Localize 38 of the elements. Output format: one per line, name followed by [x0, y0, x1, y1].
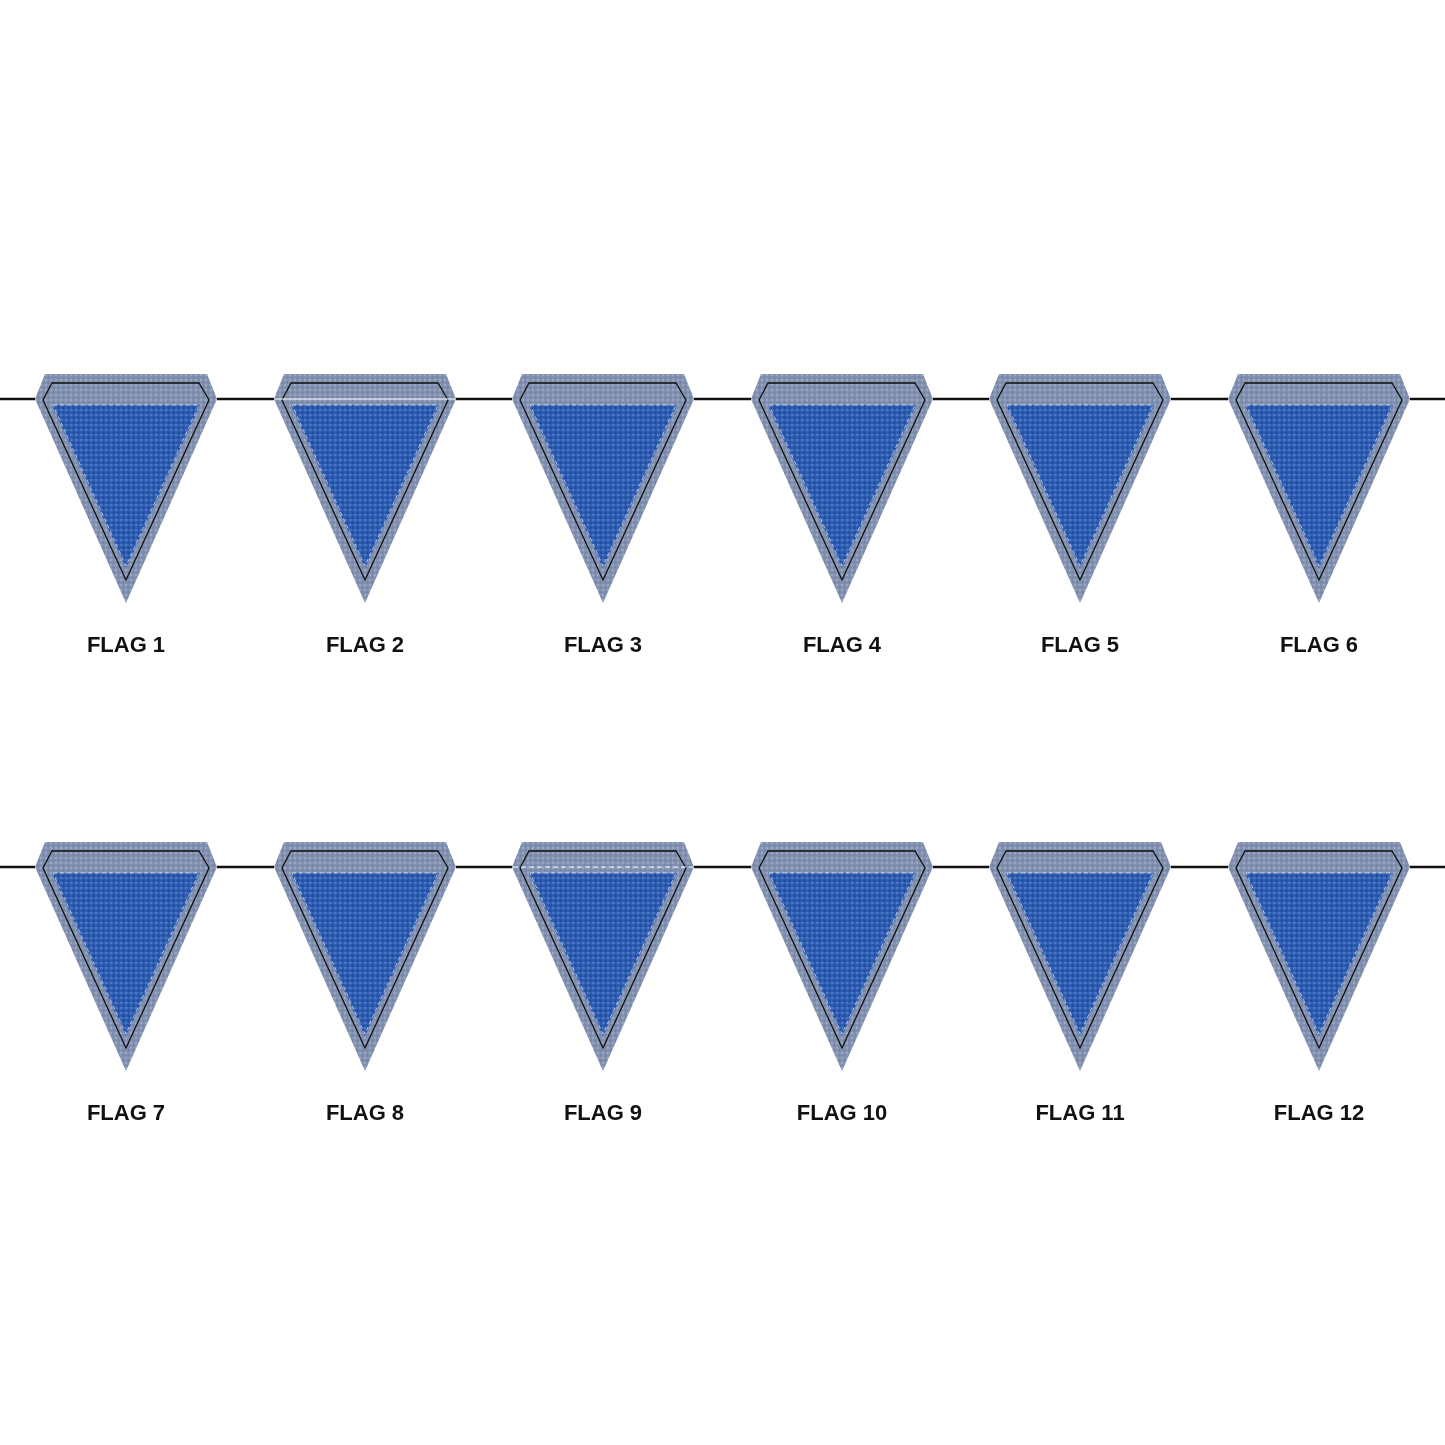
pennant-flag [274, 374, 456, 603]
flag-label: FLAG 11 [1035, 1100, 1125, 1126]
pennant-flag [989, 842, 1171, 1071]
pennant-flag [751, 374, 933, 603]
bunting-string [933, 397, 989, 401]
bunting-string [0, 397, 35, 401]
flag-label: FLAG 2 [325, 632, 405, 658]
pennant-flag [1228, 842, 1410, 1071]
bunting-string [0, 865, 35, 869]
pennant-flag [1228, 374, 1410, 603]
bunting-string [1410, 397, 1445, 401]
pennant-flag [751, 842, 933, 1071]
bunting-string [694, 865, 751, 869]
pennant-flag [35, 374, 217, 603]
flag-label: FLAG 10 [796, 1100, 888, 1126]
pennant-flag [274, 842, 456, 1071]
pennant-flag [989, 374, 1171, 603]
flag-label: FLAG 4 [802, 632, 882, 658]
flag-label: FLAG 3 [563, 632, 643, 658]
flag-label: FLAG 9 [563, 1100, 643, 1126]
bunting-string [456, 397, 512, 401]
pennant-flag [35, 842, 217, 1071]
flag-label: FLAG 6 [1279, 632, 1359, 658]
bunting-string [1171, 397, 1228, 401]
bunting-string [694, 397, 751, 401]
bunting-string [933, 865, 989, 869]
flag-label: FLAG 5 [1040, 632, 1120, 658]
bunting-string [1171, 865, 1228, 869]
pennant-flag [512, 842, 694, 1071]
pennant-flag [512, 374, 694, 603]
bunting-string [217, 397, 274, 401]
flag-label: FLAG 12 [1273, 1100, 1365, 1126]
bunting-string [217, 865, 274, 869]
flag-label: FLAG 8 [325, 1100, 405, 1126]
bunting-string [1410, 865, 1445, 869]
flag-label: FLAG 7 [86, 1100, 166, 1126]
bunting-string [456, 865, 512, 869]
flag-label: FLAG 1 [86, 632, 166, 658]
